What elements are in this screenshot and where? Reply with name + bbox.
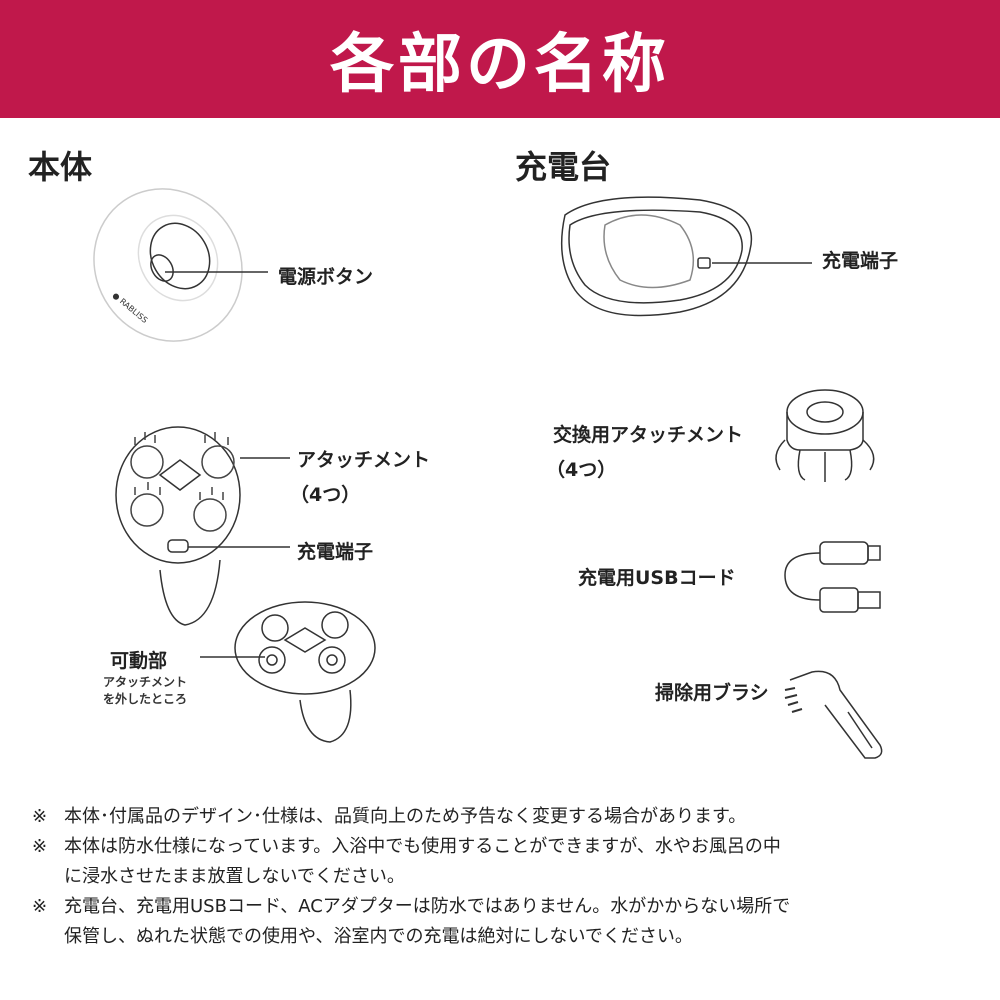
section-title-body: 本体	[28, 148, 93, 186]
device-with-attachments	[115, 426, 241, 626]
label-replacement-count: （4つ）	[546, 459, 617, 481]
movable-note-line: を外したところ	[102, 692, 187, 706]
note-item: ※ 本体･付属品のデザイン･仕様は、品質向上のため予告なく変更する場合があります…	[32, 802, 982, 832]
note-line: 本体･付属品のデザイン･仕様は、品質向上のため予告なく変更する場合があります。	[64, 806, 747, 827]
label-movable-part: 可動部	[110, 650, 168, 672]
note-mark: ※	[32, 896, 48, 917]
note-mark: ※	[32, 806, 48, 827]
section-title-charger: 充電台	[515, 148, 612, 186]
note-mark: ※	[32, 836, 48, 857]
label-brush: 掃除用ブラシ	[655, 682, 769, 704]
label-attachment: アタッチメント	[297, 449, 431, 471]
label-replacement-attachment: 交換用アタッチメント	[553, 424, 744, 446]
note-line: 充電台、充電用USBコード、ACアダプターは防水ではありません。水がかからない場…	[64, 896, 791, 917]
note-item: ※ 本体は防水仕様になっています。入浴中でも使用することができますが、水やお風呂…	[32, 832, 982, 892]
label-movable-note: アタッチメント を外したところ	[85, 674, 205, 708]
label-body-terminal: 充電端子	[297, 541, 374, 563]
note-item: ※ 充電台、充電用USBコード、ACアダプターは防水ではありません。水がかからな…	[32, 892, 982, 952]
label-power-button: 電源ボタン	[278, 266, 374, 288]
replacement-attachment	[775, 389, 875, 482]
device-without-attachments	[234, 601, 376, 743]
cleaning-brush	[784, 670, 883, 759]
page-title: 各部の名称	[330, 28, 670, 102]
header-banner: 各部の名称	[0, 0, 1000, 118]
device-top-view: ● RABLISS	[93, 188, 243, 342]
notes: ※ 本体･付属品のデザイン･仕様は、品質向上のため予告なく変更する場合があります…	[32, 802, 982, 952]
charging-stand	[560, 196, 753, 317]
label-usb-cord: 充電用USBコード	[578, 567, 736, 589]
usb-cord	[784, 541, 881, 613]
note-line: 保管し、ぬれた状態での使用や、浴室内での充電は絶対にしないでください。	[64, 926, 693, 947]
movable-note-line: アタッチメント	[102, 675, 187, 689]
brand-logo: ● RABLISS	[111, 291, 149, 325]
note-line: 本体は防水仕様になっています。入浴中でも使用することができますが、水やお風呂の中	[64, 836, 781, 857]
note-line: に浸水させたまま放置しないでください。	[64, 866, 405, 887]
label-attachment-count: （4つ）	[290, 484, 361, 506]
label-charger-terminal: 充電端子	[822, 250, 899, 272]
